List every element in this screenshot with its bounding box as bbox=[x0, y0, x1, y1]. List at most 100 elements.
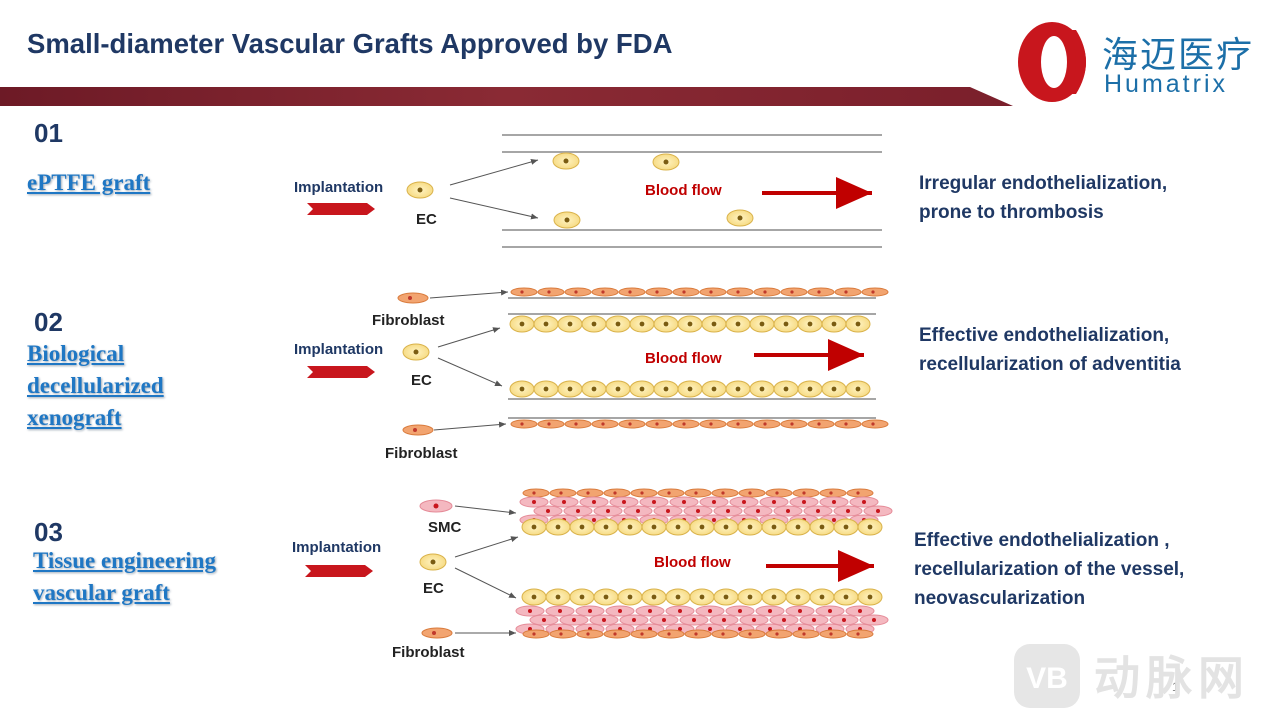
fibroblast-icon bbox=[549, 488, 577, 498]
graft-link-xenograft[interactable]: Biological decellularized xenograft bbox=[27, 341, 164, 430]
implantation-label: Implantation bbox=[294, 341, 384, 358]
endothelial-cell-icon bbox=[761, 588, 787, 606]
fibroblast-icon bbox=[699, 287, 727, 297]
smooth-muscle-cell-icon bbox=[739, 614, 769, 626]
fibroblast-row bbox=[510, 419, 889, 429]
fibroblast-icon bbox=[780, 419, 808, 429]
endothelial-cell-icon bbox=[701, 315, 727, 333]
endothelial-cell-icon bbox=[821, 315, 847, 333]
endothelial-cell-icon bbox=[419, 553, 447, 571]
fibroblast-icon bbox=[792, 488, 820, 498]
page-number: 1 bbox=[1172, 680, 1179, 694]
endothelial-cell-icon bbox=[581, 315, 607, 333]
endothelial-cell-icon bbox=[785, 588, 811, 606]
endothelial-cell-icon bbox=[665, 588, 691, 606]
endothelial-cell-icon bbox=[797, 380, 823, 398]
fibroblast-icon bbox=[861, 287, 889, 297]
fibroblast-icon bbox=[780, 287, 808, 297]
smooth-muscle-cell-icon bbox=[545, 605, 575, 617]
smooth-muscle-cell-icon bbox=[419, 499, 453, 513]
fibroblast-icon bbox=[672, 287, 700, 297]
fibroblast-icon bbox=[618, 419, 646, 429]
endothelial-cell-icon bbox=[545, 518, 571, 536]
fibroblast-label: Fibroblast bbox=[372, 312, 445, 329]
endothelial-cell-icon bbox=[593, 518, 619, 536]
fibroblast-icon bbox=[537, 287, 565, 297]
smooth-muscle-cell-icon bbox=[695, 605, 725, 617]
fibroblast-icon bbox=[684, 629, 712, 639]
section-number: 03 bbox=[34, 517, 63, 547]
endothelial-cell-icon bbox=[773, 380, 799, 398]
ec-label: EC bbox=[416, 211, 437, 228]
smooth-muscle-cell-icon bbox=[755, 605, 785, 617]
endothelial-cell-row bbox=[521, 518, 883, 536]
fibroblast-icon bbox=[603, 488, 631, 498]
smooth-muscle-cell-icon bbox=[799, 614, 829, 626]
endothelial-cell-icon bbox=[629, 380, 655, 398]
smooth-muscle-cell-icon bbox=[819, 496, 849, 508]
endothelial-cell-icon bbox=[581, 380, 607, 398]
fibroblast-icon bbox=[846, 488, 874, 498]
endothelial-cell-icon bbox=[737, 588, 763, 606]
fibroblast-icon bbox=[645, 419, 673, 429]
logo-name-cn: 海迈医疗 bbox=[1102, 35, 1255, 76]
endothelial-cell-icon bbox=[749, 380, 775, 398]
endothelial-cell-icon bbox=[552, 152, 580, 170]
fibroblast-icon bbox=[603, 629, 631, 639]
header-banner bbox=[0, 87, 1013, 106]
smooth-muscle-cell-icon bbox=[815, 605, 845, 617]
endothelial-cell-icon bbox=[677, 315, 703, 333]
endothelial-cell-icon bbox=[701, 380, 727, 398]
implantation-label: Implantation bbox=[294, 179, 384, 196]
endothelial-cell-icon bbox=[653, 380, 679, 398]
fibroblast-icon bbox=[657, 488, 685, 498]
smooth-muscle-cell-icon bbox=[529, 614, 559, 626]
endothelial-cell-icon bbox=[641, 518, 667, 536]
blood-flow-label: Blood flow bbox=[645, 350, 722, 367]
graft-link-eptfe[interactable]: ePTFE graft bbox=[27, 170, 151, 195]
fibroblast-icon bbox=[591, 419, 619, 429]
smooth-muscle-cell-icon bbox=[605, 605, 635, 617]
graft-link-tissue-engineering[interactable]: Tissue engineering vascular graft bbox=[33, 548, 216, 605]
endothelial-cell-icon bbox=[553, 211, 581, 229]
watermark-text: 动脉网 bbox=[1094, 651, 1250, 705]
fibroblast-icon bbox=[397, 292, 429, 304]
endothelial-cell-icon bbox=[617, 518, 643, 536]
fibroblast-icon bbox=[657, 629, 685, 639]
smooth-muscle-cell-icon bbox=[785, 605, 815, 617]
fibroblast-icon bbox=[630, 488, 658, 498]
endothelial-cell-icon bbox=[761, 518, 787, 536]
endothelial-cell-row bbox=[521, 588, 883, 606]
fibroblast-icon bbox=[576, 629, 604, 639]
endothelial-cell-icon bbox=[749, 315, 775, 333]
implantation-arrow-icon bbox=[307, 203, 375, 215]
smooth-muscle-cell-icon bbox=[593, 505, 623, 517]
fibroblast-icon bbox=[645, 287, 673, 297]
fibroblast-icon bbox=[738, 629, 766, 639]
fibroblast-icon bbox=[711, 488, 739, 498]
smooth-muscle-cell-icon bbox=[743, 505, 773, 517]
fibroblast-icon bbox=[765, 488, 793, 498]
fibroblast-icon bbox=[819, 488, 847, 498]
smooth-muscle-cell-icon bbox=[679, 614, 709, 626]
endothelial-cell-icon bbox=[726, 209, 754, 227]
endothelial-cell-icon bbox=[857, 518, 883, 536]
fibroblast-icon bbox=[711, 629, 739, 639]
endothelial-cell-icon bbox=[689, 588, 715, 606]
smooth-muscle-cell-layer bbox=[515, 605, 889, 635]
fibroblast-icon bbox=[402, 424, 434, 436]
fibroblast-row bbox=[522, 629, 874, 639]
fibroblast-icon bbox=[834, 419, 862, 429]
smooth-muscle-cell-icon bbox=[845, 605, 875, 617]
endothelial-cell-icon bbox=[845, 380, 871, 398]
fibroblast-icon bbox=[807, 419, 835, 429]
ec-label: EC bbox=[411, 372, 432, 389]
fibroblast-icon bbox=[819, 629, 847, 639]
smooth-muscle-cell-icon bbox=[859, 614, 889, 626]
smooth-muscle-cell-icon bbox=[649, 614, 679, 626]
smooth-muscle-cell-icon bbox=[549, 496, 579, 508]
fibroblast-icon bbox=[549, 629, 577, 639]
smooth-muscle-cell-icon bbox=[713, 505, 743, 517]
result-text: Effective endothelialization, recellular… bbox=[919, 325, 1181, 375]
fibroblast-icon bbox=[807, 287, 835, 297]
